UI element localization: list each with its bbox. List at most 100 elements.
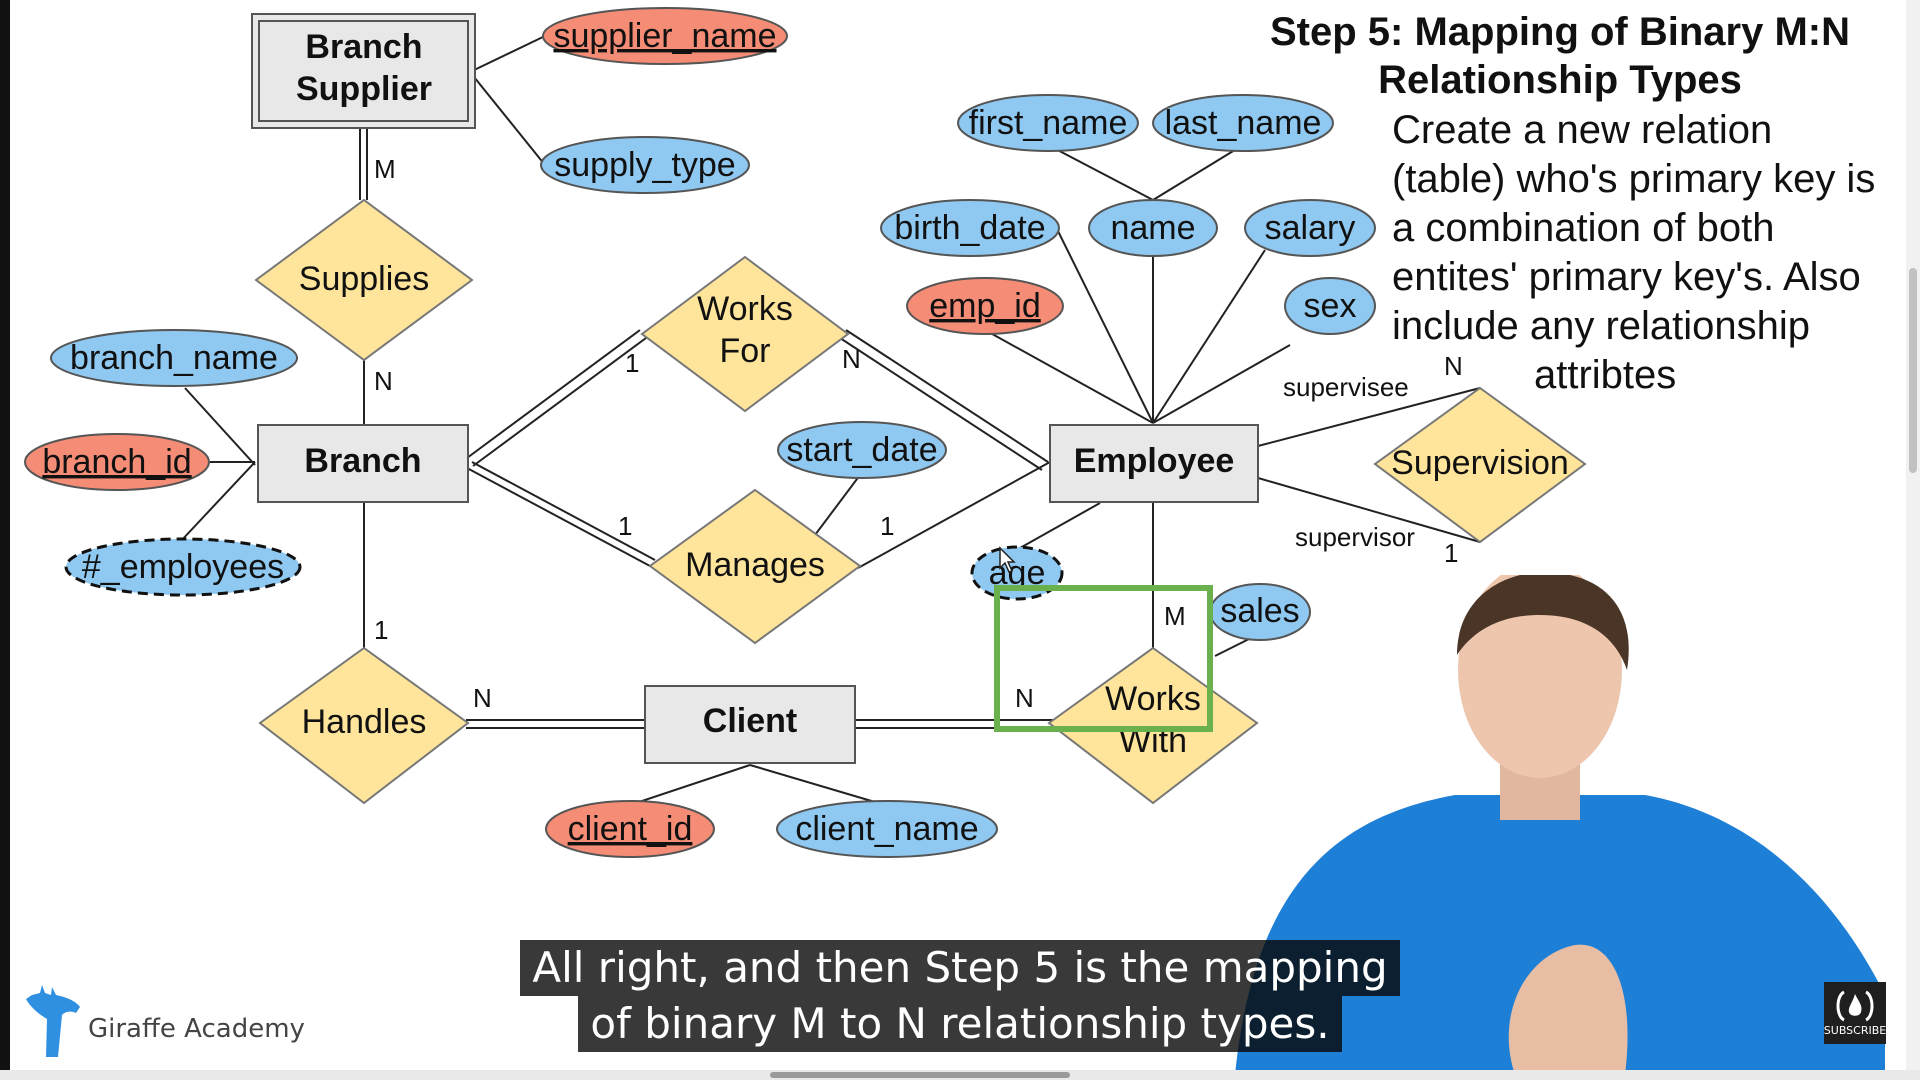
- scrollbar[interactable]: [1906, 0, 1920, 1080]
- subscribe-icon: [1836, 990, 1874, 1021]
- logo-text: Giraffe Academy: [88, 1014, 305, 1044]
- description-line: attribtes: [1534, 353, 1677, 397]
- cardinality-label: M: [1164, 601, 1186, 631]
- relationship-works-for: Works For: [640, 255, 850, 413]
- attribute-label: salary: [1265, 209, 1356, 247]
- attribute-salary: salary: [1244, 199, 1376, 257]
- cardinality-label: N: [1444, 351, 1463, 381]
- entity-label: Branch: [304, 442, 421, 480]
- attribute-name: name: [1088, 199, 1218, 257]
- relationship-label: Supervision: [1391, 444, 1569, 482]
- role-label-supervisee: supervisee: [1283, 372, 1409, 402]
- relationship-label: Supplies: [299, 260, 429, 298]
- slide-text-panel: Step 5: Mapping of Binary M:N Relationsh…: [1240, 8, 1880, 400]
- attribute-first-name: first_name: [957, 94, 1139, 152]
- cardinality-label: 1: [625, 348, 639, 378]
- entity-label-branch: Branch: [305, 28, 422, 66]
- relationship-manages: Manages: [648, 488, 862, 645]
- attribute-label: supply_type: [554, 146, 735, 184]
- entity-label-supplier: Supplier: [296, 70, 432, 108]
- caption-line: of binary M to N relationship types.: [578, 996, 1342, 1052]
- presenter-video: [1235, 575, 1885, 1075]
- attribute-label: last_name: [1165, 104, 1322, 142]
- attribute-label: branch_name: [70, 339, 278, 377]
- cardinality-label: 1: [1444, 538, 1458, 568]
- attribute-supply-type: supply_type: [540, 136, 750, 194]
- video-captions: All right, and then Step 5 is the mappin…: [0, 940, 1920, 1052]
- attribute-branch-id: branch_id: [24, 433, 210, 491]
- attribute-num-employees: #_employees: [64, 537, 302, 597]
- attribute-client-id: client_id: [545, 800, 715, 858]
- attribute-label: name: [1110, 209, 1195, 247]
- frame-edge: [0, 0, 10, 1080]
- relationship-label-works: Works: [697, 290, 793, 328]
- cardinality-label: N: [374, 366, 393, 396]
- highlight-box: [994, 585, 1213, 732]
- cardinality-label: N: [1015, 683, 1034, 713]
- attribute-label: branch_id: [42, 443, 191, 481]
- attribute-emp-id: emp_id: [906, 277, 1064, 335]
- attribute-label: birth_date: [894, 209, 1045, 247]
- connector-lines: [179, 35, 1481, 806]
- description-line: Create a new relation: [1392, 108, 1773, 152]
- attribute-last-name: last_name: [1152, 94, 1334, 152]
- progress-bar-thumb[interactable]: [770, 1072, 1070, 1078]
- slide-title: Step 5: Mapping of Binary M:N: [1270, 10, 1850, 54]
- relationship-supplies: Supplies: [254, 198, 474, 362]
- attribute-label: client_id: [568, 810, 693, 848]
- relationship-label-for: For: [720, 332, 771, 370]
- attribute-label: first_name: [969, 104, 1128, 142]
- scrollbar-thumb[interactable]: [1909, 268, 1917, 473]
- attribute-sex: sex: [1284, 277, 1376, 335]
- attribute-label: sales: [1220, 592, 1299, 630]
- giraffe-icon: [26, 985, 80, 1057]
- entity-branch: Branch: [257, 424, 469, 503]
- cardinality-label: M: [374, 154, 396, 184]
- attribute-supplier-name: supplier_name: [542, 7, 788, 65]
- attribute-start-date: start_date: [777, 421, 947, 479]
- attribute-label: client_name: [795, 810, 978, 848]
- entity-client: Client: [644, 685, 856, 764]
- entity-branch-supplier: Branch Supplier: [251, 13, 476, 129]
- relationship-label-works: Works: [1105, 680, 1201, 718]
- attribute-label: sex: [1304, 287, 1357, 325]
- presenter-shirt: [1235, 795, 1885, 1075]
- attribute-label: #_employees: [82, 548, 284, 586]
- attribute-label: emp_id: [929, 287, 1041, 325]
- description-line: a combination of both: [1392, 206, 1775, 250]
- slide-description: Create a new relation (table) who's prim…: [1240, 106, 1880, 400]
- cardinality-label: N: [473, 683, 492, 713]
- attribute-label: supplier_name: [553, 17, 776, 55]
- subscribe-button[interactable]: SUBSCRIBE: [1824, 982, 1886, 1044]
- presenter-hair: [1457, 575, 1629, 670]
- cardinality-labels: M N 1 N 1 1 1 N N M N 1 supervisee super…: [374, 154, 1463, 713]
- attribute-branch-name: branch_name: [50, 329, 298, 387]
- attribute-label: start_date: [786, 431, 937, 469]
- attribute-age: age: [970, 545, 1064, 601]
- description-line: entites' primary key's. Also: [1392, 255, 1861, 299]
- cardinality-label: 1: [618, 511, 632, 541]
- presenter-hand: [1508, 944, 1628, 1075]
- cardinality-label: N: [842, 344, 861, 374]
- entity-employee: Employee: [1049, 424, 1259, 503]
- entity-label: Employee: [1074, 442, 1235, 480]
- mouse-cursor-icon: [999, 546, 1016, 573]
- cardinality-label: 1: [374, 615, 388, 645]
- channel-logo: Giraffe Academy: [22, 985, 305, 1057]
- relationship-supervision: Supervision: [1373, 386, 1587, 544]
- caption-line: All right, and then Step 5 is the mappin…: [520, 940, 1400, 996]
- description-line: (table) who's primary key is: [1392, 157, 1876, 201]
- relationship-handles: Handles: [258, 646, 470, 805]
- attribute-client-name: client_name: [776, 800, 998, 858]
- relationship-label: Manages: [685, 546, 825, 584]
- role-label-supervisor: supervisor: [1295, 522, 1415, 552]
- slide-subtitle: Relationship Types: [1378, 58, 1742, 102]
- entity-label: Client: [703, 702, 797, 740]
- attribute-birth-date: birth_date: [880, 199, 1060, 257]
- subscribe-label: SUBSCRIBE: [1823, 1023, 1887, 1037]
- cardinality-label: 1: [880, 511, 894, 541]
- presenter-head: [1458, 575, 1622, 778]
- description-line: include any relationship: [1392, 304, 1811, 348]
